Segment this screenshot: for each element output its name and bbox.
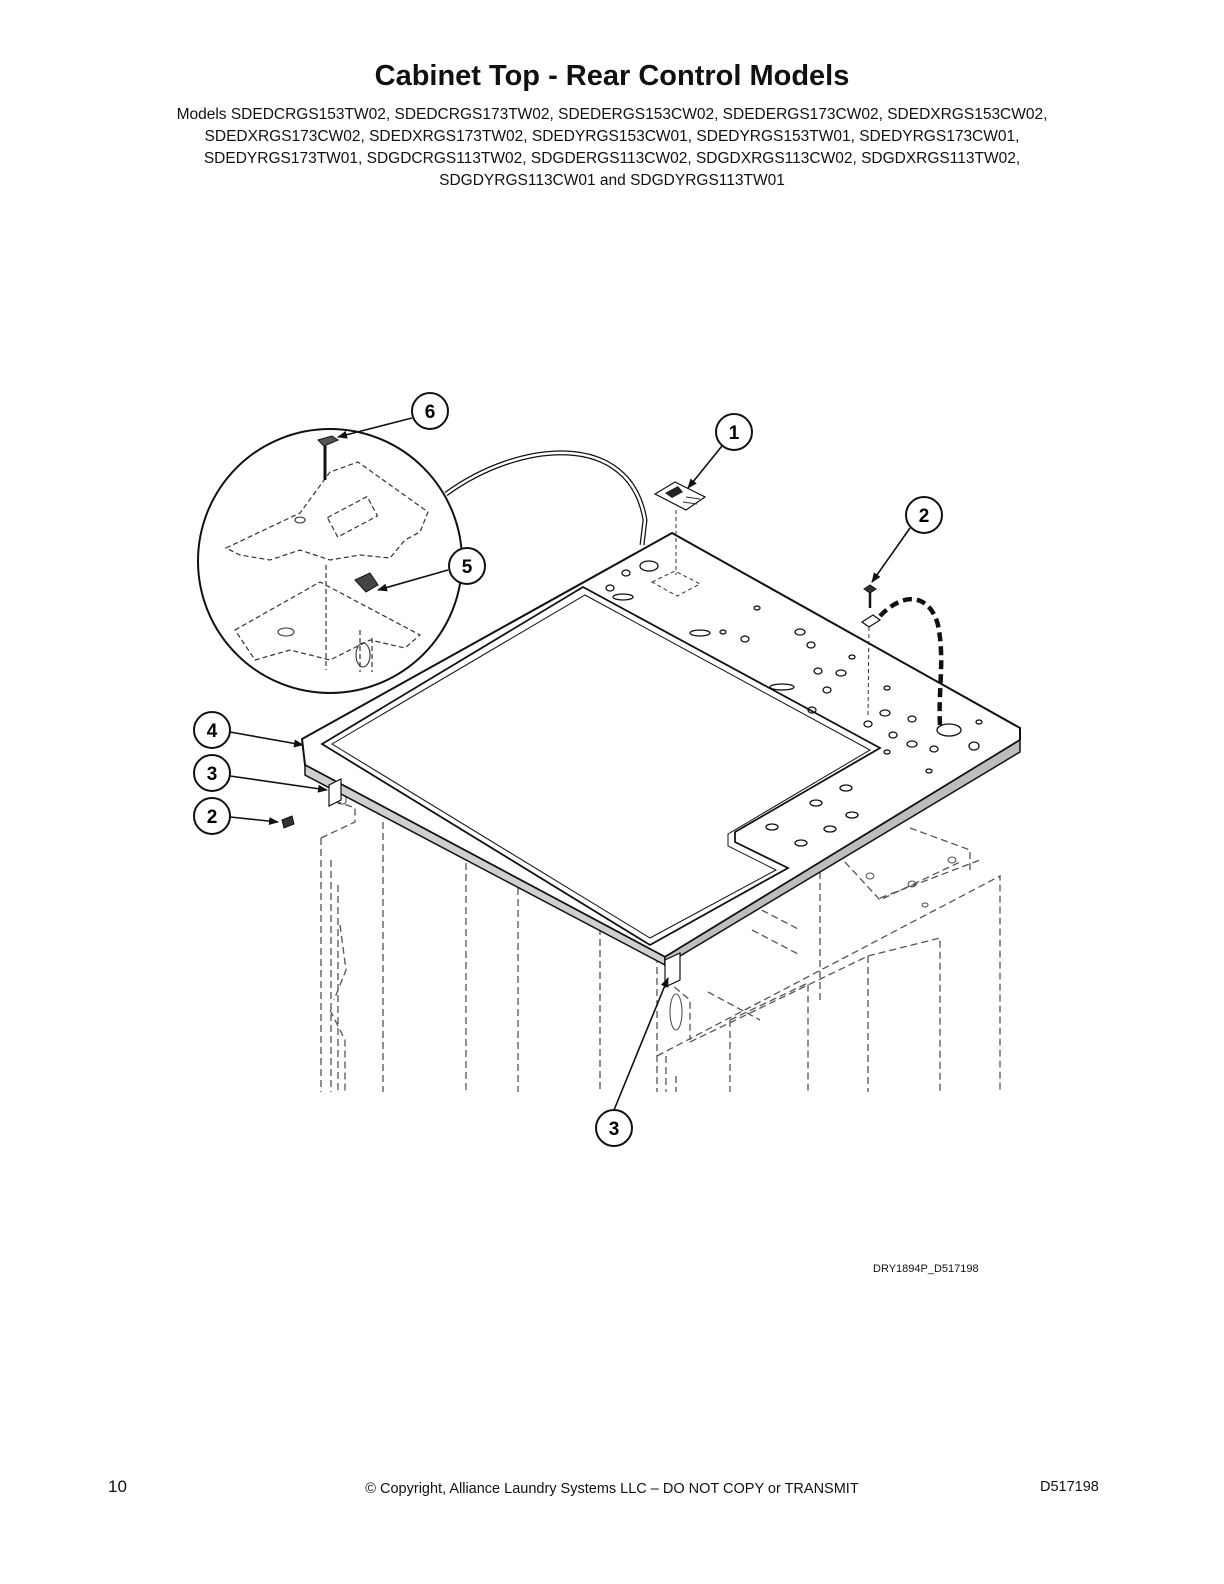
callout-3-label: 3 (609, 1119, 620, 1140)
cabinet-top-holes (605, 560, 983, 847)
callout-2-label: 2 (207, 807, 218, 828)
callout-3-label: 3 (207, 764, 218, 785)
callout-2-right: 2 (905, 496, 943, 534)
callout-5: 5 (448, 547, 486, 585)
callout-6-label: 6 (425, 402, 436, 423)
callout-6: 6 (411, 392, 449, 430)
callout-4: 4 (193, 711, 231, 749)
cabinet-body-outline (320, 801, 1001, 1092)
callout-3-left: 3 (193, 754, 231, 792)
leader-lines (229, 417, 911, 1111)
callout-5-label: 5 (462, 557, 473, 578)
model-list-line: SDEDXRGS173CW02, SDEDXRGS173TW02, SDEDYR… (204, 128, 1020, 145)
model-list-line: Models SDEDCRGS153TW02, SDEDCRGS173TW02,… (176, 106, 1048, 123)
model-list-line: SDEDYRGS173TW01, SDGDCRGS113TW02, SDGDER… (203, 150, 1021, 167)
callout-3-bottom: 3 (595, 1109, 633, 1147)
detail-zoom-circle (197, 428, 648, 694)
page-number: 10 (108, 1477, 127, 1496)
callout-2-left: 2 (193, 797, 231, 835)
screw-and-ground-wire (860, 584, 944, 726)
page-title: Cabinet Top - Rear Control Models (374, 60, 850, 92)
callout-1-label: 1 (729, 423, 740, 444)
model-list-line: SDGDYRGS113CW01 and SDGDYRGS113TW01 (439, 172, 785, 189)
callout-1: 1 (715, 413, 753, 451)
callout-2-label: 2 (919, 506, 930, 527)
figure-id: DRY1894P_D517198 (873, 1263, 979, 1275)
model-list: Models SDEDCRGS153TW02, SDEDCRGS173TW02,… (90, 104, 1134, 192)
document-number: D517198 (1040, 1479, 1099, 1495)
warning-label-part (650, 481, 707, 597)
callout-4-label: 4 (207, 721, 218, 742)
cabinet-top (300, 531, 1021, 967)
copyright-notice: © Copyright, Alliance Laundry Systems LL… (365, 1481, 859, 1497)
